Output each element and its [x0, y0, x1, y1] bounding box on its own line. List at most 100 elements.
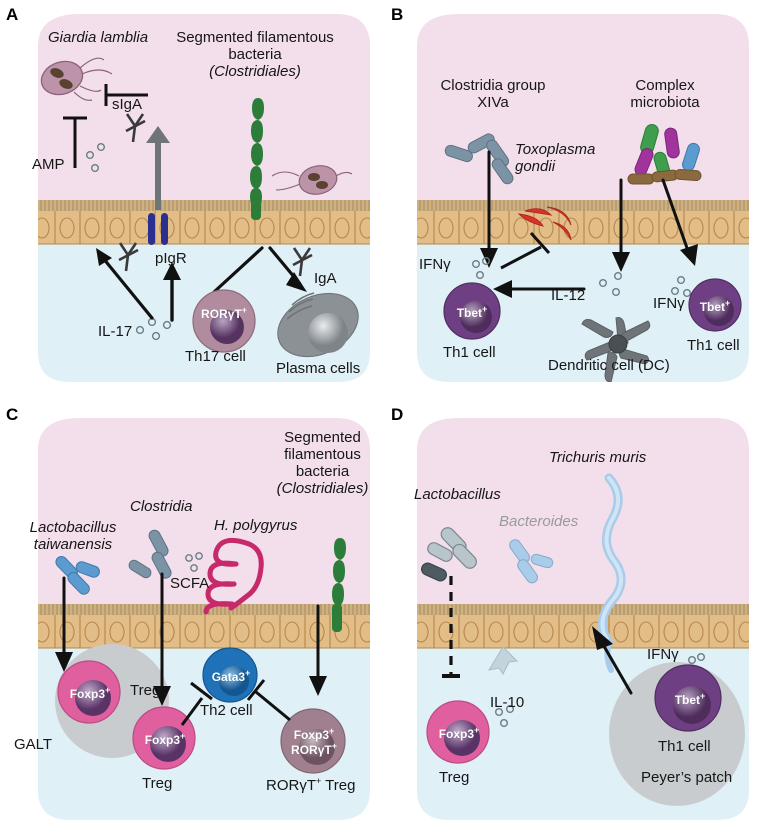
label-toxoplasma-line1: Toxoplasma [515, 141, 596, 158]
il17-arrow-to-epithelium [96, 248, 154, 320]
label-sfb-line2: bacteria [228, 46, 282, 63]
panel-d-letter: D [391, 405, 404, 424]
lactobacillus-inhibition-dashed [442, 576, 460, 678]
treg-galt-cell-graphic [57, 660, 121, 724]
label-complex-microbiota-line1: Complex [635, 77, 695, 94]
toxoplasma-gondii [517, 206, 572, 241]
transcytosis-arrow [146, 126, 170, 210]
label-trichuris-muris: Trichuris muris [549, 449, 647, 466]
treg-mid-cell-graphic [132, 706, 196, 770]
rorgt-treg-cell-graphic [280, 708, 346, 774]
label-pigr: pIgR [155, 250, 187, 267]
rorgt-treg-inhibits-th2-arrow [246, 679, 291, 722]
ifng-inhibition-arrow [500, 231, 551, 270]
ifng-molecules-right [671, 276, 692, 298]
label-h-polygyrus: H. polygyrus [214, 517, 298, 534]
siga-inhibition-arrow [104, 84, 148, 106]
label-clostridia-xiva-line2: XIVa [477, 94, 509, 111]
label-giardia-lamblia: Giardia lamblia [48, 29, 149, 46]
label-ifng-right: IFNγ [653, 295, 685, 312]
label-th1-cell-left: Th1 cell [443, 344, 496, 361]
il12-molecules [598, 272, 622, 297]
h-polygyrus-worm [203, 537, 264, 615]
amp-inhibition-arrow [63, 116, 87, 168]
panel-a-letter: A [6, 5, 19, 24]
label-plasma-cells: Plasma cells [276, 360, 361, 377]
microbiota-to-th1-arrow [661, 178, 698, 266]
sfb-to-plasma-arrow [268, 246, 307, 292]
dendritic-cell-graphic [581, 317, 651, 382]
label-sfb-line3: (Clostridiales) [209, 63, 301, 80]
iga-antibody-left [118, 242, 139, 272]
trichuris-to-th1-arrow [592, 626, 633, 695]
il10-molecules [494, 705, 514, 728]
rorgt-treg-caption-text: RORγT [266, 777, 316, 794]
clostridia-to-ifng-arrow [480, 150, 498, 268]
th1-cell-left-graphic [443, 282, 501, 340]
label-il10: IL-10 [490, 694, 525, 711]
label-iga: IgA [314, 270, 337, 287]
label-ifng-d: IFNγ [647, 646, 679, 663]
panel-a: A [0, 0, 385, 398]
treg-cell-d-graphic [426, 700, 490, 764]
label-toxoplasma-line2: gondii [515, 158, 556, 175]
clostridia-to-treg-arrow [153, 572, 171, 706]
label-lactobacillus-d: Lactobacillus [414, 486, 501, 503]
label-clostridia-xiva-line1-it: Clostridia group [440, 77, 546, 94]
label-peyers-patch: Peyer’s patch [641, 769, 733, 786]
giardia-organism-epithelial [271, 165, 353, 195]
il12-to-th1-arrow [493, 280, 586, 298]
label-th17-cell: Th17 cell [185, 348, 246, 365]
pigr-receptor [148, 213, 168, 245]
panel-b: B [385, 0, 767, 398]
ifng-molecules-left [471, 257, 490, 280]
complex-microbiota-cluster [627, 123, 702, 185]
label-sfb-c-line4: (Clostridiales) [276, 480, 369, 497]
clostridia-xiva-bacteria [444, 133, 514, 185]
siga-antibody [125, 113, 146, 143]
panel-c: C [0, 398, 385, 837]
th2-cell-graphic [202, 647, 258, 703]
il17-arrow-to-pigr [163, 262, 181, 322]
label-treg-galt: Treg [130, 682, 161, 699]
label-th2-cell: Th2 cell [200, 702, 253, 719]
microbiota-to-dc-arrow [612, 178, 630, 272]
label-bacteroides: Bacteroides [499, 513, 579, 530]
label-complex-microbiota-line2: microbiota [630, 94, 700, 111]
scfa-molecules [185, 552, 203, 572]
th1-cell-right-graphic [688, 278, 742, 332]
treg-inhibits-th2-arrow [180, 681, 213, 726]
label-lactobacillus-taiwanensis-line1: Lactobacillus [29, 519, 117, 536]
label-rorgt-treg-caption: RORγT+ Treg [266, 776, 355, 795]
panel-b-letter: B [391, 5, 404, 24]
sfb-filament-c [332, 538, 346, 632]
amp-molecules [85, 142, 105, 172]
label-galt: GALT [14, 736, 53, 753]
panel-d-graphic [417, 418, 749, 820]
label-ifng-left: IFNγ [419, 256, 451, 273]
rorgt-treg-caption-tail: Treg [321, 777, 356, 794]
lactobacillus-to-treg-arrow [55, 576, 73, 672]
sfb-filament [250, 98, 264, 220]
label-scfa: SCFA [170, 575, 210, 592]
panel-c-graphic [38, 418, 370, 820]
label-sfb-line1: Segmented filamentous [176, 29, 334, 46]
th17-cell-graphic [192, 289, 256, 353]
label-th1-cell-right: Th1 cell [687, 337, 740, 354]
clostridia-bacteria [128, 529, 172, 579]
label-treg-d: Treg [439, 769, 470, 786]
lactobacillus-bacteria-d [421, 527, 477, 582]
label-sfb-c-line3: bacteria [295, 463, 350, 480]
label-th1-cell-d: Th1 cell [658, 738, 711, 755]
panel-c-letter: C [6, 405, 19, 424]
rorgt-treg-caption-sup: + [316, 776, 322, 786]
bacteroides-bacteria [509, 539, 554, 584]
panel-d: D [385, 398, 767, 837]
iga-antibody-right-1 [292, 247, 313, 277]
label-treg-mid: Treg [142, 775, 173, 792]
plasma-cell-graphic [277, 292, 359, 358]
label-siga: sIgA [112, 96, 143, 113]
giardia-organism [40, 57, 113, 101]
sfb-to-rorgt-treg-arrow [309, 604, 327, 696]
